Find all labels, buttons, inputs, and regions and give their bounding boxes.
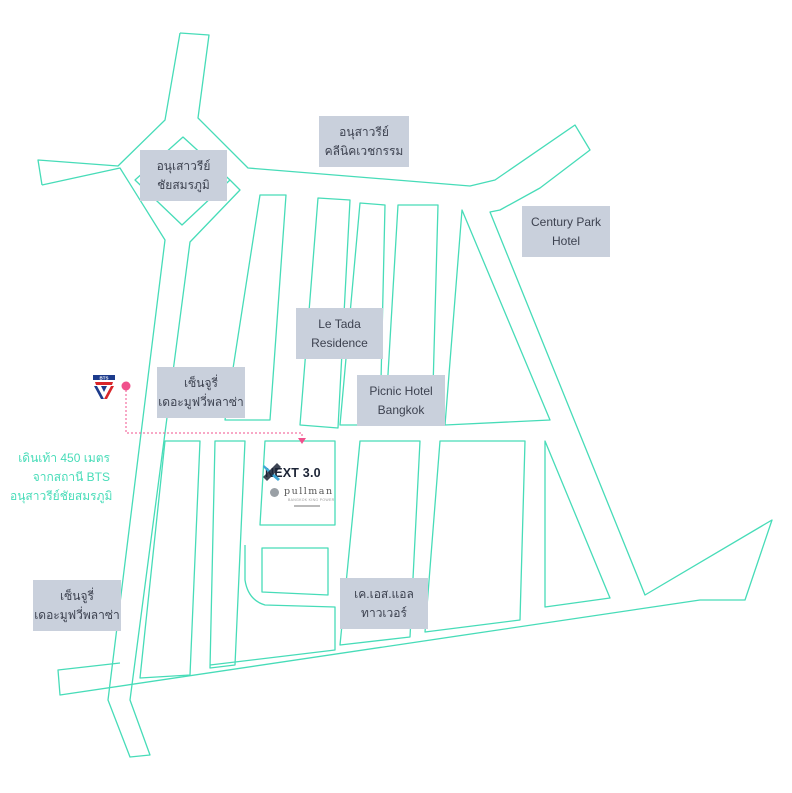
block-10 [209,545,336,666]
block-5 [444,209,551,426]
label-anusawari-clinic: อนุสาวรีย์ คลีนิคเวชกรรม [319,116,409,167]
label-picnic-hotel: Picnic Hotel Bangkok [357,375,445,426]
block-13 [544,440,611,608]
road-north [57,32,773,696]
bts-logo-text: BTS [100,375,109,380]
next-logo: NEXT 3.0 [262,462,344,484]
pullman-underline [294,505,320,507]
label-century-park: Century Park Hotel [522,206,610,257]
walk-route [125,390,303,441]
road-west [37,32,181,186]
block-11 [339,440,421,646]
label-centre-point-2: เซ็นจูรี่ เดอะมูฟวี่พลาซ่า [33,580,121,631]
label-kl-tower: เค.เอส.แอล ทาวเวอร์ [340,578,428,629]
block-1 [224,194,287,421]
bts-station-dot [121,381,131,391]
label-centre-point-1: เซ็นจูรี่ เดอะมูฟวี่พลาซ่า [157,367,245,418]
bts-logo-icon: BTS [92,374,116,400]
pullman-circle-icon [270,488,279,497]
walk-info: เดินเท้า 450 เมตร จากสถานี BTS อนุสาวรีย… [10,449,113,506]
walk-station-name: อนุสาวรีย์ชัยสมรภูมิ [10,489,113,503]
pullman-tagline: BANGKOK KING POWER [288,498,335,502]
walk-distance: เดินเท้า 450 เมตร [18,451,110,465]
block-9 [261,547,329,596]
road-west-lower [41,167,241,758]
x-satellite-icon [263,463,281,481]
walk-path [121,381,306,444]
walk-from-station: จากสถานี BTS [32,470,110,484]
label-le-tada: Le Tada Residence [296,308,383,359]
pullman-word: pullman [284,486,334,497]
label-victory-monument: อนุเสาวรีย์ ชัยสมรภูมิ [140,150,227,201]
block-6 [139,440,201,679]
pullman-logo: pullman BANGKOK KING POWER [270,486,340,512]
block-8 [259,440,336,526]
block-7 [209,440,246,669]
block-12 [424,440,526,633]
walk-arrow [298,438,306,444]
next-logo-text: NEXT 3.0 [265,466,321,480]
